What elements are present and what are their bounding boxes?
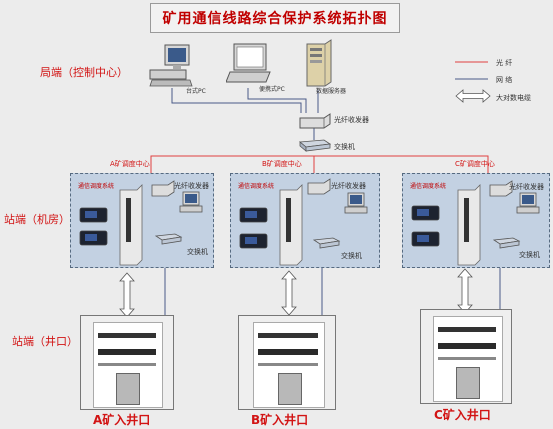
station-b-switch-icon — [313, 237, 341, 249]
station-a-switch-label: 交换机 — [187, 248, 208, 256]
legend-cable-label: 大对数电缆 — [496, 94, 531, 102]
legend-cable-arrow-icon — [455, 89, 491, 103]
station-a-dispatch-terminal-1-icon — [79, 207, 108, 223]
desktop-pc-label: 台式PC — [186, 88, 206, 95]
well-a-panel — [80, 315, 174, 410]
well-a-label: A矿入井口 — [93, 413, 151, 427]
well-c-rack-unit-1 — [438, 327, 496, 332]
well-a-protector-box — [116, 373, 140, 405]
well-b-rack-unit-2 — [258, 349, 318, 355]
well-c-rack-unit-3 — [438, 357, 496, 360]
laptop-pc-label: 便携式PC — [259, 86, 285, 93]
well-a-rack-unit-3 — [98, 363, 156, 366]
cable-arrow-b-icon — [281, 270, 297, 316]
server-label: 数据服务器 — [316, 88, 347, 95]
station-c-transceiver-label: 光纤收发器 — [509, 183, 544, 191]
bureau-switch-label: 交换机 — [334, 143, 355, 151]
station-a-cabinet-icon — [119, 184, 143, 266]
station-b-center-label: B矿调度中心 — [262, 160, 302, 168]
station-b-transceiver-label: 光纤收发器 — [331, 182, 366, 190]
fiber-line-main — [150, 155, 489, 182]
well-b-rack-unit-1 — [258, 333, 318, 338]
diagram-title: 矿用通信线路综合保护系统拓扑图 — [150, 3, 400, 33]
station-b-switch-label: 交换机 — [341, 252, 362, 260]
cable-arrow-c-icon — [457, 268, 473, 314]
bureau-switch-icon — [298, 139, 332, 152]
station-c-pc-icon — [516, 192, 540, 214]
well-b-panel — [238, 315, 336, 410]
well-row-label: 站端（井口） — [12, 335, 78, 348]
station-a-system-label: 通信调度系统 — [78, 183, 115, 190]
station-a-center-label: A矿调度中心 — [110, 160, 150, 168]
well-c-label: C矿入井口 — [434, 408, 491, 422]
station-b-pc-icon — [344, 192, 368, 214]
station-b-dispatch-terminal-1-icon — [239, 207, 268, 223]
well-b-protector-box — [278, 373, 302, 405]
bureau-label: 局端（控制中心） — [40, 66, 128, 79]
well-c-panel — [420, 309, 512, 404]
well-c-protector-box — [456, 367, 480, 399]
station-b-transceiver-icon — [307, 178, 331, 195]
station-a-transceiver-icon — [151, 180, 175, 197]
well-a-rack-unit-2 — [98, 349, 156, 355]
station-c-dispatch-terminal-2-icon — [411, 231, 440, 247]
well-c-rack-unit-2 — [438, 343, 496, 349]
station-a-transceiver-label: 光纤收发器 — [174, 182, 209, 190]
bureau-transceiver-icon — [299, 113, 331, 129]
station-a-panel: 通信调度系统 光纤收发器 交换机 — [70, 173, 214, 268]
station-a-dispatch-terminal-2-icon — [79, 230, 108, 246]
station-c-dispatch-terminal-1-icon — [411, 205, 440, 221]
desktop-pc-icon — [149, 44, 193, 87]
well-a-equipment-photo — [93, 322, 163, 408]
station-b-cabinet-icon — [279, 184, 303, 266]
station-c-switch-icon — [493, 237, 521, 249]
well-b-equipment-photo — [253, 322, 325, 408]
station-a-switch-icon — [155, 233, 183, 245]
well-b-label: B矿入井口 — [251, 413, 309, 427]
well-a-rack-unit-1 — [98, 333, 156, 338]
station-c-cabinet-icon — [457, 184, 481, 266]
network-line-desktop — [171, 88, 302, 113]
station-c-panel: 通信调度系统 光纤收发器 交换机 — [402, 173, 550, 268]
legend-network-label: 网 络 — [496, 76, 513, 84]
station-row-label: 站端（机房） — [4, 213, 70, 226]
bureau-transceiver-label: 光纤收发器 — [334, 116, 369, 124]
station-a-pc-icon — [179, 191, 203, 213]
laptop-pc-icon — [226, 43, 271, 83]
legend-fiber-label: 光 纤 — [496, 59, 513, 67]
station-b-dispatch-terminal-2-icon — [239, 233, 268, 249]
cable-arrow-a-icon — [119, 272, 135, 318]
well-c-equipment-photo — [433, 316, 503, 402]
station-c-switch-label: 交换机 — [519, 251, 540, 259]
server-icon — [306, 39, 332, 87]
station-c-center-label: C矿调度中心 — [455, 160, 495, 168]
station-b-system-label: 通信调度系统 — [238, 183, 275, 190]
network-line-laptop — [247, 88, 307, 113]
station-c-system-label: 通信调度系统 — [410, 183, 447, 190]
station-c-transceiver-icon — [489, 180, 513, 197]
station-b-panel: 通信调度系统 光纤收发器 交换机 — [230, 173, 380, 268]
well-b-rack-unit-3 — [258, 363, 318, 366]
